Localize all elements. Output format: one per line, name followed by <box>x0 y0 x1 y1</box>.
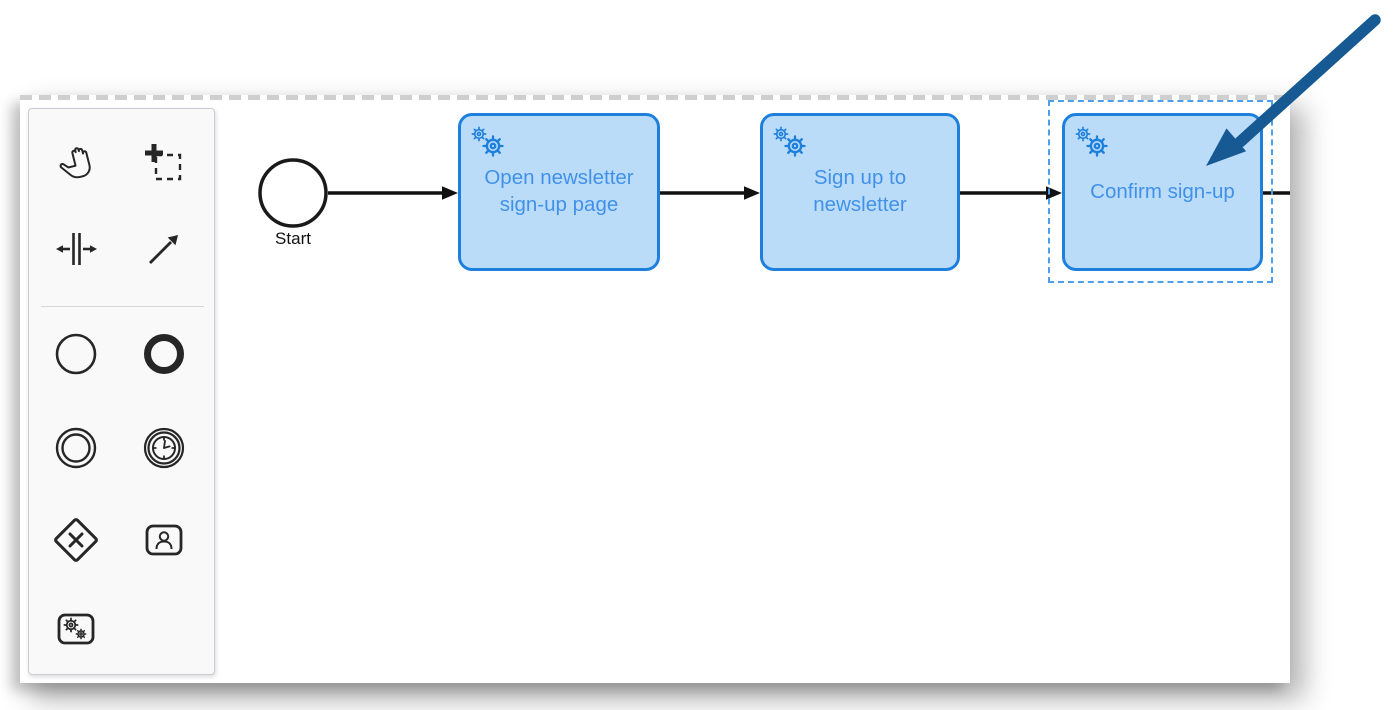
service-task-gear-icon <box>471 126 504 157</box>
task-label: Sign up to newsletter <box>813 166 907 216</box>
task-label: Open newsletter sign-up page <box>484 166 634 216</box>
service-task-sign-up[interactable]: Sign up to newsletter <box>760 113 960 271</box>
exclusive-gateway-icon[interactable] <box>52 516 100 564</box>
start-event-label: Start <box>275 229 311 248</box>
service-task-gear-icon <box>1075 126 1108 157</box>
intermediate-event-icon[interactable] <box>52 424 100 472</box>
tool-palette <box>28 108 215 675</box>
start-event-icon[interactable] <box>52 330 100 378</box>
user-task-icon[interactable] <box>140 516 188 564</box>
global-connect-tool-icon[interactable] <box>140 225 188 273</box>
space-tool-icon[interactable] <box>52 225 100 273</box>
service-task-icon[interactable] <box>52 605 100 653</box>
end-event-icon[interactable] <box>140 330 188 378</box>
service-task-confirm-sign-up[interactable]: Confirm sign-up <box>1062 113 1263 271</box>
canvas-top-dashed-border <box>20 95 1290 100</box>
start-event[interactable] <box>256 156 330 230</box>
hand-tool-icon[interactable] <box>52 139 100 187</box>
service-task-gear-icon <box>773 126 806 157</box>
lasso-tool-icon[interactable] <box>140 139 188 187</box>
task-label: Confirm sign-up <box>1090 179 1235 203</box>
service-task-open-newsletter[interactable]: Open newsletter sign-up page <box>458 113 660 271</box>
modeler-canvas[interactable]: Start Open newsletter sign-up page Sign … <box>20 95 1290 683</box>
timer-event-icon[interactable] <box>140 424 188 472</box>
sequence-flows[interactable] <box>20 95 1290 683</box>
palette-separator <box>41 306 204 307</box>
